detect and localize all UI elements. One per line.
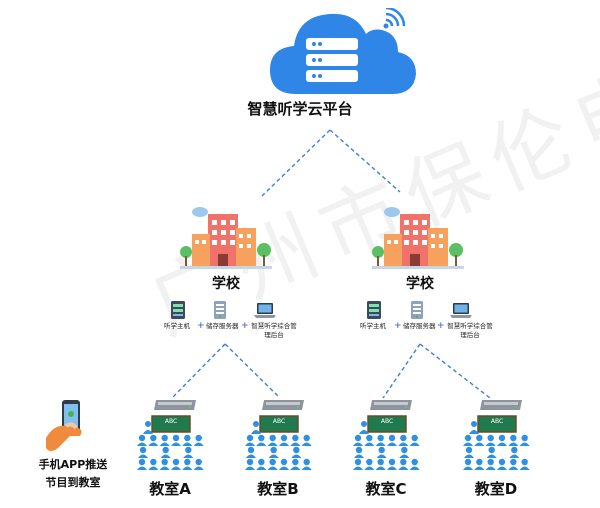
link-cloud-school-1 xyxy=(261,129,331,197)
cloud-server-icon xyxy=(270,8,416,94)
school-label: 学校 xyxy=(406,276,434,292)
school-label: 学校 xyxy=(212,276,240,292)
blackboard-text: ABC xyxy=(380,418,394,425)
device-label-host: 听学主机 xyxy=(360,322,386,330)
plus-icon: + xyxy=(197,321,205,331)
device-label-storage: 储存服务器 xyxy=(206,322,239,330)
device-label-storage: 储存服务器 xyxy=(403,322,436,330)
blackboard-text: ABC xyxy=(272,418,286,425)
device-label-admin: 智慧听学综合管理后台 xyxy=(251,322,297,339)
classroom-scene xyxy=(463,415,530,470)
platform-title: 智慧听学云平台 xyxy=(247,100,353,118)
link-school2-roomD xyxy=(419,343,491,399)
plus-icon: + xyxy=(394,321,402,331)
link-cloud-school-2 xyxy=(329,129,401,193)
phone-hand-icon xyxy=(46,400,82,451)
school-building-icon xyxy=(180,207,272,269)
listening-device-icon xyxy=(370,400,412,410)
classroom-scene xyxy=(137,415,204,470)
classroom-label: 教室A xyxy=(149,480,191,498)
plus-icon: + xyxy=(241,321,249,331)
classroom-scene xyxy=(245,415,312,470)
link-school1-roomA xyxy=(171,343,226,399)
phone-app-label-line2: 节目到教室 xyxy=(45,476,101,489)
plus-icon: + xyxy=(437,321,445,331)
host-device-icon xyxy=(367,301,381,319)
blackboard-text: ABC xyxy=(164,418,178,425)
classroom-scene xyxy=(353,415,420,470)
classroom-label: 教室C xyxy=(365,480,407,498)
blackboard-text: ABC xyxy=(490,418,504,425)
listening-device-icon xyxy=(154,400,196,410)
listening-device-icon xyxy=(480,400,522,410)
device-label-host: 听学主机 xyxy=(164,322,190,330)
classroom-label: 教室D xyxy=(474,480,518,498)
host-device-icon xyxy=(171,301,185,319)
link-school2-roomC xyxy=(382,343,421,399)
phone-app-label-line1: 手机APP推送 xyxy=(38,458,108,471)
classroom-label: 教室B xyxy=(257,480,299,498)
listening-device-icon xyxy=(262,400,304,410)
school-building-icon xyxy=(372,207,464,269)
link-school1-roomB xyxy=(224,343,281,399)
device-label-admin: 智慧听学综合管理后台 xyxy=(447,322,493,339)
laptop-icon xyxy=(450,303,472,318)
storage-server-icon xyxy=(411,301,423,319)
laptop-icon xyxy=(254,303,276,318)
storage-server-icon xyxy=(214,301,226,319)
